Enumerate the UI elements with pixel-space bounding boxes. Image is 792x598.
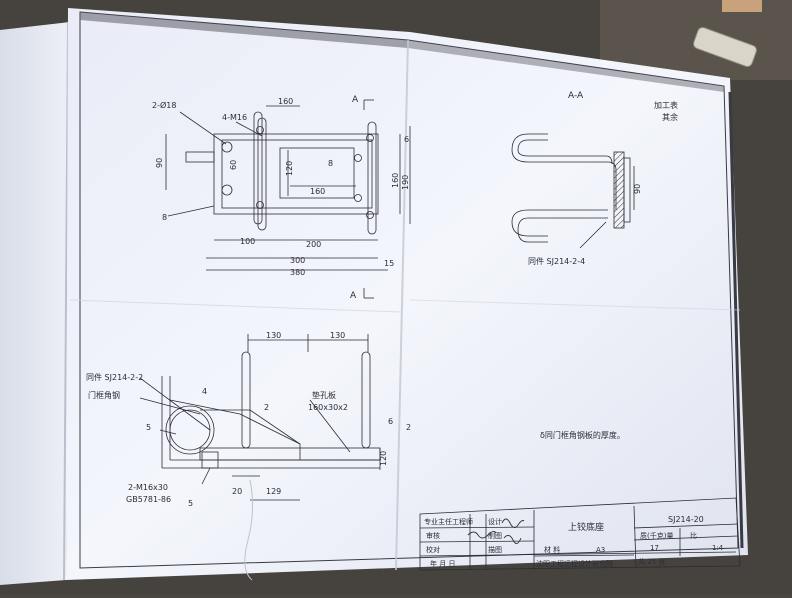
dim-60: 60 xyxy=(229,160,238,170)
dim-100: 100 xyxy=(240,237,255,246)
signature-marks xyxy=(467,518,525,544)
dim-190: 190 xyxy=(401,175,410,190)
section-mark-top: A xyxy=(352,95,359,105)
weld-5: 5 xyxy=(146,423,151,432)
dim-380: 380 xyxy=(290,268,305,277)
wood-object xyxy=(722,0,762,12)
weld-2: 2 xyxy=(264,403,269,412)
title-block xyxy=(419,497,741,571)
top-view-labels: 2-Ø18 4-M16 160 120 160 90 60 8 6 160 19… xyxy=(152,95,410,301)
dim-160-top: 160 xyxy=(278,97,293,106)
dim-120: 120 xyxy=(285,161,294,176)
dim-130-left: 130 xyxy=(266,331,281,340)
roughness-note-2: 其余 xyxy=(662,112,678,122)
tb-row2-b: 描图 xyxy=(488,545,502,554)
tb-material-label: 材 料 xyxy=(544,545,560,554)
section-label: A-A xyxy=(568,91,584,101)
tb-material: A3 xyxy=(596,546,605,554)
bolt-spec: 2-M16x30 xyxy=(128,483,168,492)
weld-6: 6 xyxy=(388,417,393,426)
dim-5: 5 xyxy=(188,499,193,508)
tb-row1-0: 专业主任工程师 xyxy=(424,517,473,526)
plate-label: 垫孔板 xyxy=(312,390,336,400)
hole-spec-label: 2-Ø18 xyxy=(152,100,176,110)
tb-drawing-no: SJ214-20 xyxy=(668,515,704,524)
tb-row1-1: 设计 xyxy=(488,517,502,526)
dim-20: 20 xyxy=(232,487,242,496)
weld-symbol-8: 8 xyxy=(162,213,167,222)
section-dim-90: 90 xyxy=(633,184,642,194)
tb-org: 沈阳工程远程设计研究院 xyxy=(536,559,613,568)
tb-sheet-total: 共 25 张 xyxy=(638,557,665,566)
front-view xyxy=(139,334,381,501)
bolt-std: GB5781-86 xyxy=(126,495,171,504)
dim-129: 129 xyxy=(266,487,281,496)
plate-size-label: 160x30x2 xyxy=(308,403,348,412)
section-mark-bottom: A xyxy=(350,291,357,301)
dim-130-right: 130 xyxy=(330,331,345,340)
tb-weight-label: 质(千克)量 xyxy=(640,531,673,540)
tb-row1-2: 审核 xyxy=(426,531,440,540)
dim-160-right: 160 xyxy=(391,173,400,188)
tb-weight: 17 xyxy=(650,544,659,552)
dim-200: 200 xyxy=(306,240,321,249)
door-frame-label: 门框角钢 xyxy=(88,390,120,400)
tb-title: 上铰底座 xyxy=(568,521,604,533)
tb-date: 年 月 日 xyxy=(430,559,455,568)
title-block-labels: 专业主任工程师 设计 审核 制图 校对 描图 上铰底座 SJ214-20 质(千… xyxy=(424,515,724,568)
dim-8: 8 xyxy=(328,159,333,168)
dim-6: 6 xyxy=(404,135,409,144)
left-page xyxy=(0,22,70,585)
dim-120-front: 120 xyxy=(379,451,388,466)
tb-row2-label: 校对 xyxy=(426,545,440,554)
thread-spec-label: 4-M16 xyxy=(222,113,247,122)
section-labels: A-A 同件 SJ214-2-4 90 加工表 其余 xyxy=(528,91,678,266)
section-view xyxy=(511,133,635,249)
weld-2b: 2 xyxy=(406,423,411,432)
weld-4: 4 xyxy=(202,387,207,396)
dim-90: 90 xyxy=(155,158,164,168)
tb-ratio-label: 比 xyxy=(690,531,697,540)
drawing-note: δ同门框角钢板的厚度。 xyxy=(540,430,625,440)
roughness-note-1: 加工表 xyxy=(654,100,678,110)
ref-same-part: 同件 SJ214-2-2 xyxy=(86,372,143,382)
section-ref: 同件 SJ214-2-4 xyxy=(528,256,585,266)
paper-sheet xyxy=(66,8,748,580)
dim-15: 15 xyxy=(384,259,394,268)
tb-row1-3: 制图 xyxy=(488,531,502,540)
tb-ratio: 1:4 xyxy=(712,544,724,552)
top-view xyxy=(165,99,411,299)
dim-160-inner: 160 xyxy=(310,187,325,196)
dim-300: 300 xyxy=(290,256,305,265)
front-view-labels: 130 130 同件 SJ214-2-2 门框角钢 垫孔板 160x30x2 4… xyxy=(86,331,411,508)
eraser-object xyxy=(693,26,757,68)
